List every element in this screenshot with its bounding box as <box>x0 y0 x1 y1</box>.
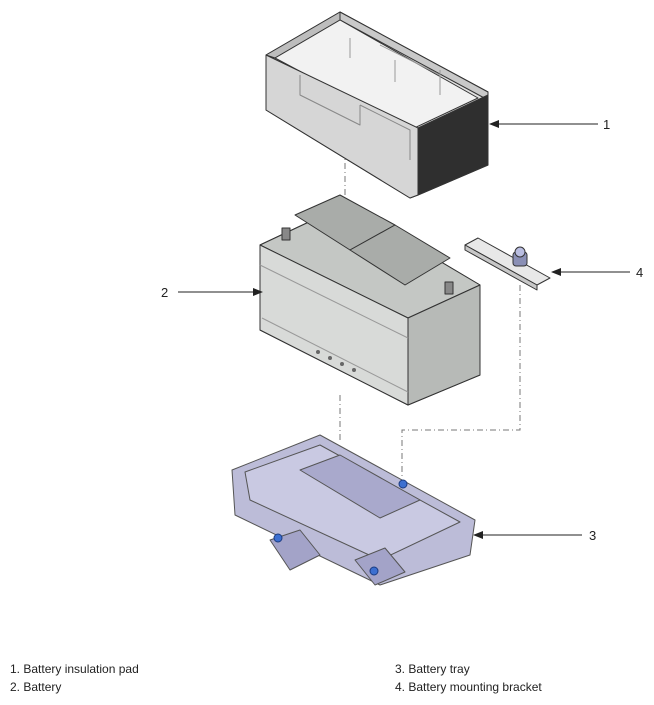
callout-2: 2 <box>161 285 168 300</box>
legend-left: 1. Battery insulation pad 2. Battery <box>10 660 139 696</box>
legend-item-3: 3. Battery tray <box>395 662 470 676</box>
battery-mounting-bracket <box>464 237 551 291</box>
legend-item-4: 4. Battery mounting bracket <box>395 680 542 694</box>
callout-4: 4 <box>636 265 643 280</box>
exploded-battery-diagram: 1 2 4 3 <box>161 11 643 586</box>
legend-item-1: 1. Battery insulation pad <box>10 662 139 676</box>
battery-insulation-pad <box>265 11 489 199</box>
assembly-guide-lines <box>339 150 521 478</box>
battery <box>259 194 481 406</box>
callout-1: 1 <box>603 117 610 132</box>
legend-right: 3. Battery tray 4. Battery mounting brac… <box>395 660 542 696</box>
callout-3: 3 <box>589 528 596 543</box>
battery-tray <box>231 434 476 586</box>
callout-leaders <box>178 120 630 539</box>
legend-item-2: 2. Battery <box>10 680 62 694</box>
